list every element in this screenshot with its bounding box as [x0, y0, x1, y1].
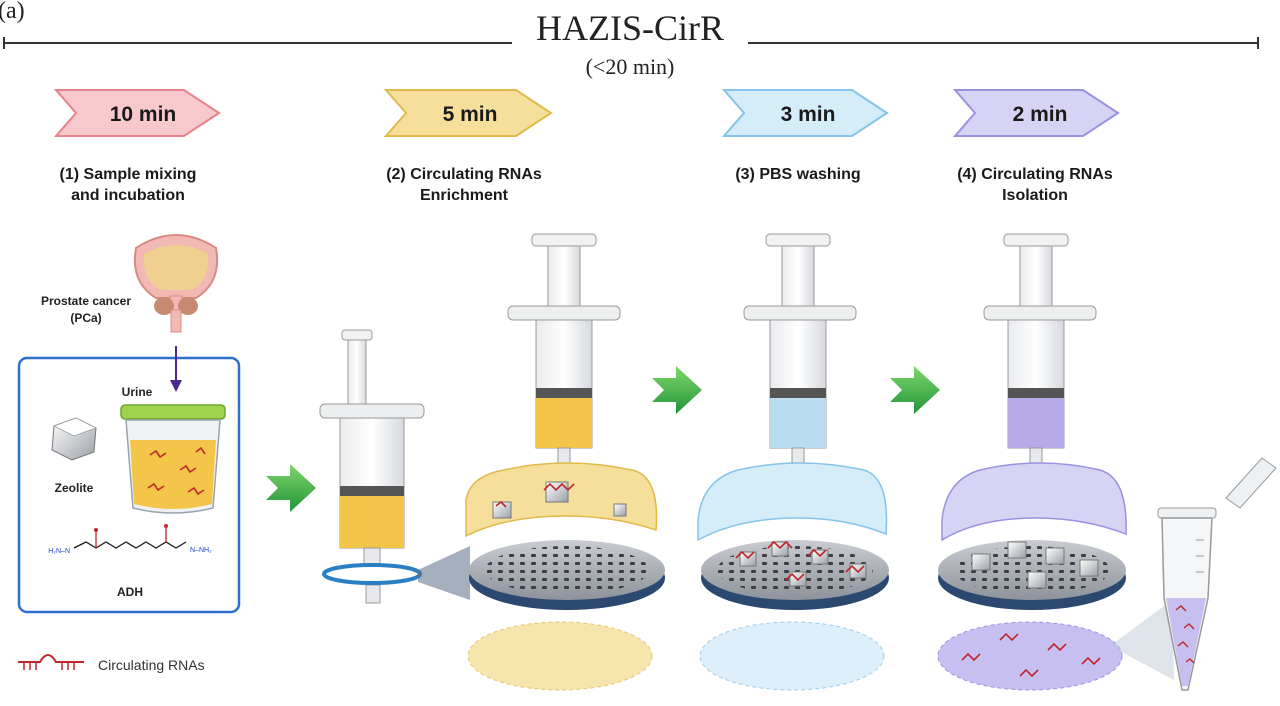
- zeolite-label: Zeolite: [55, 481, 94, 495]
- filter-disk-3: [701, 540, 889, 610]
- step-title-3-line1: (3) PBS washing: [735, 166, 860, 183]
- step-title-4-line2: Isolation: [1002, 187, 1068, 204]
- step-time-3: 3 min: [781, 103, 836, 126]
- panel-label: (a): [0, 0, 25, 24]
- microtube-icon: [1157, 457, 1277, 691]
- step-title-2-line2: Enrichment: [420, 187, 509, 204]
- filter-disk-2: [469, 540, 665, 610]
- urine-cup-icon: [120, 404, 226, 514]
- down-arrow-icon: [170, 346, 182, 392]
- step-time-1: 10 min: [110, 103, 177, 126]
- step-title-2-line1: (2) Circulating RNAs: [386, 166, 542, 183]
- rna-legend-icon: [18, 654, 84, 670]
- timeline-bar: [3, 37, 1259, 49]
- page-title: HAZIS-CirR: [536, 8, 724, 48]
- step-title-1-line2: and incubation: [71, 187, 185, 204]
- green-arrow-icon-3: [890, 366, 940, 414]
- legend-label: Circulating RNAs: [98, 657, 205, 673]
- step-time-arrow-3: 3 min: [721, 89, 889, 137]
- eluted-rna-strands: [961, 632, 1101, 678]
- step-time-2: 5 min: [443, 103, 498, 126]
- bladder-icon: [134, 234, 218, 333]
- adh-left-group: H₂N–N: [48, 548, 70, 555]
- syringe-isolation-icon: [983, 233, 1097, 465]
- zoom-wedge-2: [1110, 600, 1174, 680]
- page-subtitle: (<20 min): [586, 54, 675, 79]
- adh-right-group: N–NH₂: [190, 547, 212, 554]
- prostate-label-line1: Prostate cancer: [41, 294, 131, 308]
- filter-disk-4: [938, 540, 1126, 610]
- step-time-arrow-2: 5 min: [383, 89, 553, 137]
- zeolite-cube-icon: [51, 417, 98, 461]
- eluate-pool-3: [699, 621, 885, 691]
- step-time-arrow-1: 10 min: [53, 89, 221, 137]
- green-arrow-icon-2: [652, 366, 702, 414]
- step-title-1-line1: (1) Sample mixing: [60, 166, 197, 183]
- prostate-label-line2: (PCa): [70, 311, 101, 325]
- sample-box: [17, 356, 241, 614]
- step-time-arrow-4: 2 min: [952, 89, 1120, 137]
- eluate-pool-4: [937, 621, 1123, 691]
- zoom-wedge-1: [418, 546, 470, 600]
- adh-label: ADH: [117, 585, 143, 599]
- step-title-4-line1: (4) Circulating RNAs: [957, 166, 1113, 183]
- urine-label: Urine: [122, 385, 153, 399]
- step-time-4: 2 min: [1013, 103, 1068, 126]
- green-arrow-icon-1: [266, 464, 316, 512]
- syringe-loading-icon: [319, 329, 425, 604]
- syringe-washing-icon: [743, 233, 857, 465]
- eluate-pool-2: [467, 621, 653, 691]
- filter-holder-3: [697, 462, 888, 542]
- adh-structure-icon: [73, 524, 187, 549]
- filter-holder-4: [941, 462, 1127, 542]
- zeolite-rna-cluster-2: [492, 481, 627, 519]
- syringe-enrichment-icon: [507, 233, 621, 465]
